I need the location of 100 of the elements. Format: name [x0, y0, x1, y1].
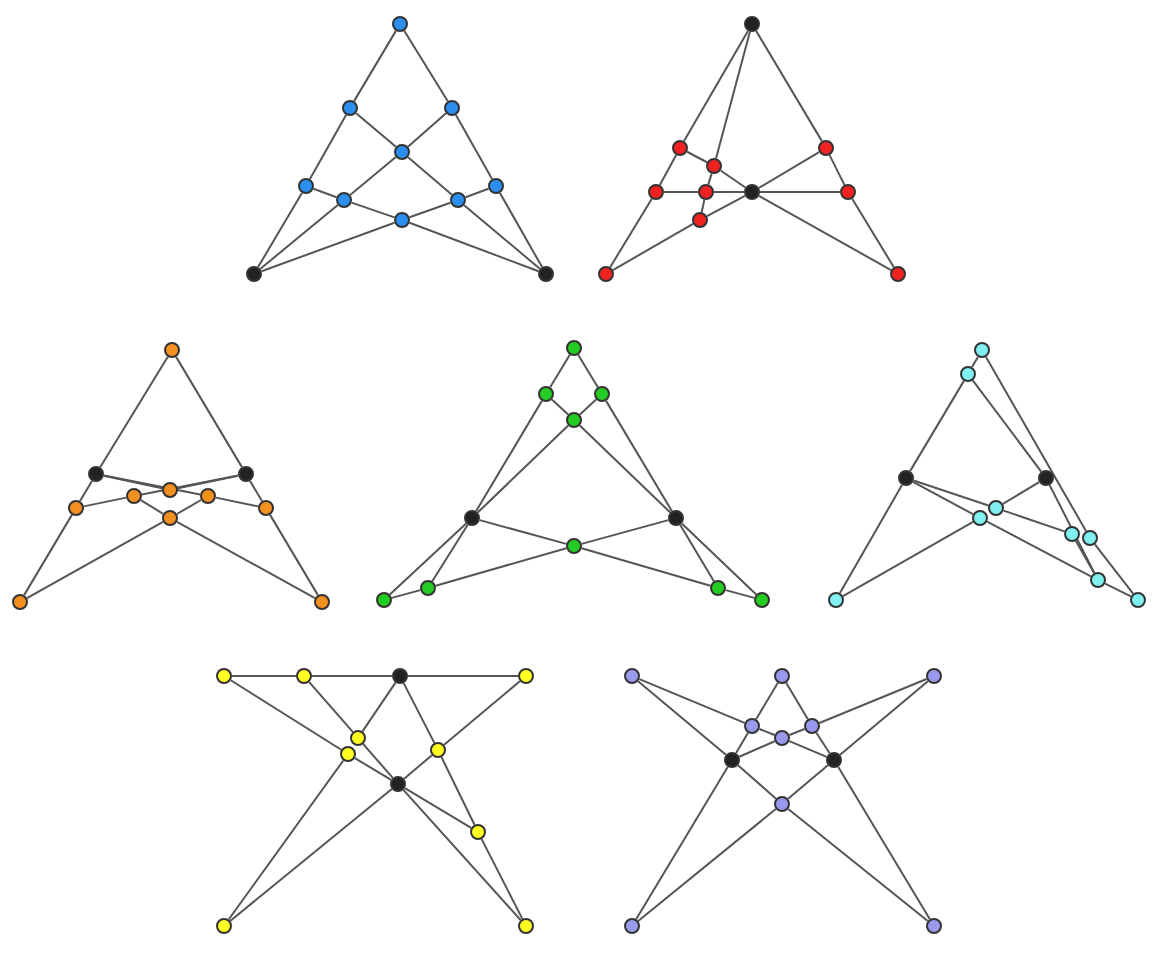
graph-vertex [648, 184, 664, 200]
graph-edge [683, 29, 749, 143]
graph-edge [1074, 539, 1096, 575]
graph-vertex [774, 730, 790, 746]
graph-edge [350, 201, 396, 219]
graph-vertex [668, 510, 684, 526]
graph-edge [737, 764, 777, 800]
graph-vertex [972, 510, 988, 526]
graph-vertex [342, 100, 358, 116]
graph-vertex [1038, 470, 1054, 486]
graph-edge [1048, 484, 1096, 574]
graph-vertex [392, 16, 408, 32]
graph-edge [498, 191, 544, 269]
graph-edge [758, 194, 892, 272]
graph-vertex [444, 100, 460, 116]
graph-vertex [744, 16, 760, 32]
graph-edge [578, 424, 672, 514]
graph-vertex [392, 668, 408, 684]
graph-vertex [430, 742, 446, 758]
graph-vertex [988, 500, 1004, 516]
graph-vertex [200, 488, 216, 504]
graph-edge [755, 681, 779, 721]
graph-edge [175, 355, 243, 469]
graph-vertex [804, 718, 820, 734]
graph-edge [971, 355, 979, 369]
graph-vertex [258, 500, 274, 516]
graph-edge [1093, 543, 1135, 595]
graph-edge [454, 113, 494, 181]
graph-vertex [706, 158, 722, 174]
graph-edge [637, 680, 727, 756]
graph-edge [353, 757, 393, 781]
graph-edge [738, 740, 776, 758]
graph-vertex [744, 184, 760, 200]
graph-edge [176, 520, 316, 600]
graph-edge [1002, 509, 1066, 533]
graph-edge [475, 399, 543, 513]
graph-edge [311, 675, 393, 677]
graph-edge [635, 765, 729, 921]
graph-vertex [350, 730, 366, 746]
graph-edge [139, 499, 165, 515]
graph-vertex [774, 668, 790, 684]
graph-edge [214, 496, 260, 508]
graph-edge [269, 513, 319, 597]
graph-edge [440, 756, 476, 826]
graph-vertex [470, 824, 486, 840]
graph-vertex [926, 918, 942, 934]
graph-vertex [518, 668, 534, 684]
graph-edge [229, 679, 343, 751]
graph-vertex [828, 592, 844, 608]
graph-edge [82, 496, 128, 508]
graph-vertex [698, 184, 714, 200]
graph-edge [680, 522, 758, 596]
graph-vertex [960, 366, 976, 382]
graph-edge [390, 589, 422, 599]
graph-vertex [464, 510, 480, 526]
graph-edge [759, 191, 841, 193]
graph-edge [403, 754, 433, 780]
graph-edge [407, 156, 453, 196]
graph-vertex [88, 466, 104, 482]
graph-vertex [926, 668, 942, 684]
graph-edge [686, 150, 708, 164]
graph-vertex [488, 178, 504, 194]
graph-vertex [1130, 592, 1146, 608]
graph-edge [679, 523, 715, 583]
graph-edge [140, 474, 240, 496]
graph-vertex [340, 746, 356, 762]
graph-vertex [238, 466, 254, 482]
graph-vertex [598, 266, 614, 282]
graph-vertex [246, 266, 262, 282]
graph-edge [550, 398, 570, 416]
graph-vertex [840, 184, 856, 200]
graph-vertex [624, 918, 640, 934]
graph-edge [611, 223, 695, 271]
graph-edge [609, 197, 653, 269]
graph-edge [724, 589, 756, 599]
graph-vertex [376, 592, 392, 608]
graph-vertex [298, 178, 314, 194]
graph-edge [1001, 481, 1041, 505]
graph-vertex [538, 266, 554, 282]
graph-vertex [818, 140, 834, 156]
graph-edge [663, 191, 699, 193]
graph-edge [715, 30, 751, 160]
graph-edge [909, 379, 965, 473]
graph-vertex [420, 580, 436, 596]
graph-edge [431, 523, 469, 583]
graph-edge [986, 520, 1092, 578]
graph-vertex [672, 140, 688, 156]
graph-vertex [394, 212, 410, 228]
graph-vertex [68, 500, 84, 516]
graph-edge [349, 156, 397, 196]
graph-edge [637, 808, 777, 922]
graph-edge [102, 474, 164, 490]
graph-vertex [394, 144, 410, 160]
graph-vertex [898, 470, 914, 486]
graph-edge [403, 29, 449, 103]
graph-edge [407, 675, 519, 677]
graph-edge [788, 740, 828, 758]
graph-edge [658, 154, 678, 186]
graph-vertex [162, 482, 178, 498]
graph-edge [26, 520, 164, 600]
